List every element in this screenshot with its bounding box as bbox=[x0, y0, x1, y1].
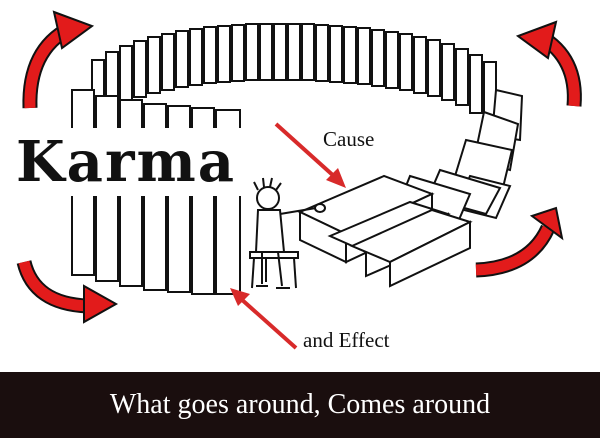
cycle-arrow-icon-bottom-left bbox=[16, 259, 119, 324]
cycle-arrow-icon-bottom-right bbox=[475, 206, 564, 278]
cycle-arrow-icon-top-left bbox=[22, 10, 95, 109]
effect-label: and Effect bbox=[303, 328, 390, 352]
cause-label: Cause bbox=[323, 127, 375, 151]
karma-title: Karma bbox=[10, 128, 242, 196]
caption-banner: What goes around, Comes around bbox=[0, 372, 600, 438]
caption-text: What goes around, Comes around bbox=[109, 389, 491, 420]
effect-pointer-arrow bbox=[230, 288, 298, 350]
cause-pointer-arrow bbox=[274, 122, 346, 188]
cycle-arrow-icon-top-right bbox=[515, 20, 582, 107]
seated-man bbox=[249, 177, 326, 289]
falling-dominoes bbox=[297, 88, 524, 288]
